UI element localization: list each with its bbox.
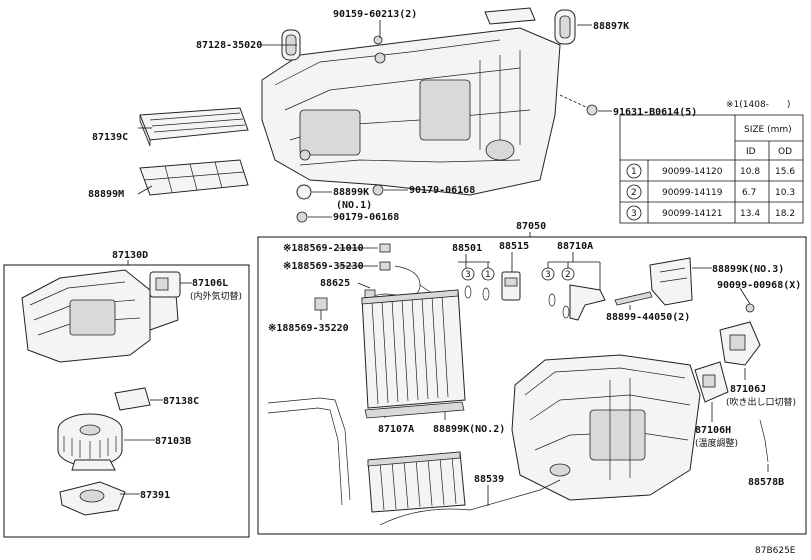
table-col-id: ID — [746, 147, 756, 157]
callout-88710-a: 3 — [545, 270, 551, 280]
label-87130d: 87130D — [112, 250, 148, 261]
clip-90179-b — [296, 211, 308, 223]
blower-base-87391 — [59, 481, 126, 516]
label-87050: 87050 — [516, 221, 546, 232]
blower-motor-87103b — [57, 413, 123, 471]
drain-hose-88578b — [759, 419, 769, 463]
group-box-87130d — [3, 264, 250, 538]
seal-88899k-no3 — [649, 257, 693, 306]
filter-frame-88899m — [139, 159, 249, 196]
label-188569-35230: ※188569-35230 — [283, 261, 364, 272]
table-row-1-od: 15.6 — [775, 167, 795, 177]
expansion-valve-88515 — [501, 271, 521, 301]
label-88899m: 88899M — [88, 189, 124, 200]
screw-90099-00968 — [745, 303, 755, 313]
seal-88899k-no1 — [296, 184, 312, 200]
resistor-87138c — [114, 387, 151, 411]
label-87103b: 87103B — [155, 436, 191, 447]
label-88899k-no1: 88899K — [333, 187, 369, 198]
figure-code: 87B625E — [755, 546, 796, 556]
servo-87106j — [719, 321, 761, 366]
label-88578b: 88578B — [748, 477, 784, 488]
callout-88501-b: 1 — [485, 270, 491, 280]
label-87106l-sub: (内外気切替) — [190, 290, 242, 302]
label-88710a: 88710A — [557, 241, 593, 252]
label-87107a: 87107A — [378, 424, 414, 435]
label-91631: 91631-B0614(5) — [613, 107, 697, 118]
table-row-2-od: 10.3 — [775, 188, 795, 198]
screw-91631 — [586, 104, 598, 116]
table-row-1-num: 1 — [631, 167, 637, 177]
table-row-3-num: 3 — [631, 209, 637, 219]
table-row-2-part: 90099-14119 — [662, 188, 723, 198]
table-size-header: SIZE (mm) — [744, 125, 792, 135]
pipe-88710a — [548, 284, 606, 321]
label-87139c: 87139C — [92, 132, 128, 143]
label-88897k: 88897K — [593, 21, 629, 32]
label-88515: 88515 — [499, 241, 529, 252]
heater-core — [367, 451, 466, 513]
servo-87106l — [149, 271, 181, 298]
label-87106h-sub: (温度調整) — [695, 437, 738, 449]
label-88539: 88539 — [474, 474, 504, 485]
tube-88539 — [379, 479, 561, 526]
label-87106l: 87106L — [192, 278, 228, 289]
sensor-188569-21010 — [379, 243, 391, 253]
table-row-3-part: 90099-14121 — [662, 209, 723, 219]
label-87138c: 87138C — [163, 396, 199, 407]
label-88899k-no1-sub: (NO.1) — [336, 200, 372, 211]
bolt-88899-44050 — [614, 291, 653, 306]
heater-pipe-87107a — [267, 397, 351, 506]
note-text: ※1(1408- ) — [726, 100, 790, 110]
sensor-188569-35220 — [314, 297, 328, 311]
label-87106j: 87106J — [730, 384, 766, 395]
table-row-1-id: 10.8 — [740, 167, 760, 177]
label-88625: 88625 — [320, 278, 350, 289]
seal-88897k — [554, 9, 576, 45]
callout-88710-b: 2 — [565, 270, 571, 280]
table-row-2-id: 6.7 — [742, 188, 756, 198]
label-87128: 87128-35020 — [196, 40, 262, 51]
o-ring-88501 — [464, 285, 490, 301]
label-87391: 87391 — [140, 490, 170, 501]
label-88501: 88501 — [452, 243, 482, 254]
label-88899-44050: 88899-44050(2) — [606, 312, 690, 323]
table-row-1-part: 90099-14120 — [662, 167, 723, 177]
label-88899k-no3: 88899K(NO.3) — [712, 264, 784, 275]
table-row-3-od: 18.2 — [775, 209, 795, 219]
label-90159: 90159-60213(2) — [333, 9, 417, 20]
label-88899k-no2: 88899K(NO.2) — [433, 424, 505, 435]
air-filter-87139c — [139, 107, 249, 147]
label-87106h: 87106H — [695, 425, 731, 436]
label-188569-21010: ※188569-21010 — [283, 243, 364, 254]
clip-90179-a — [372, 184, 384, 196]
screw-90159 — [373, 35, 383, 45]
callout-88501-a: 3 — [465, 270, 471, 280]
hvac-unit-assembly-top — [261, 7, 561, 196]
table-row-2-num: 2 — [631, 188, 637, 198]
group-box-87050 — [257, 236, 807, 535]
label-87106j-sub: (吹き出し口切替) — [726, 396, 796, 408]
table-row-3-id: 13.4 — [740, 209, 760, 219]
label-90179-b: 90179-06168 — [333, 212, 399, 223]
hvac-case-lower — [511, 354, 701, 501]
size-table: SIZE (mm) ID OD 1 90099-14120 10.8 15.6 … — [619, 114, 804, 224]
sensor-188569-35230 — [379, 261, 391, 271]
evaporator-core — [361, 289, 466, 409]
table-col-od: OD — [778, 147, 792, 157]
label-90099-00968: 90099-00968(X) — [717, 280, 801, 291]
label-188569-35220: ※188569-35220 — [268, 323, 349, 334]
servo-87106h — [694, 361, 729, 403]
label-90179-a: 90179-06168 — [409, 185, 475, 196]
seal-88899k-no2 — [364, 401, 465, 419]
